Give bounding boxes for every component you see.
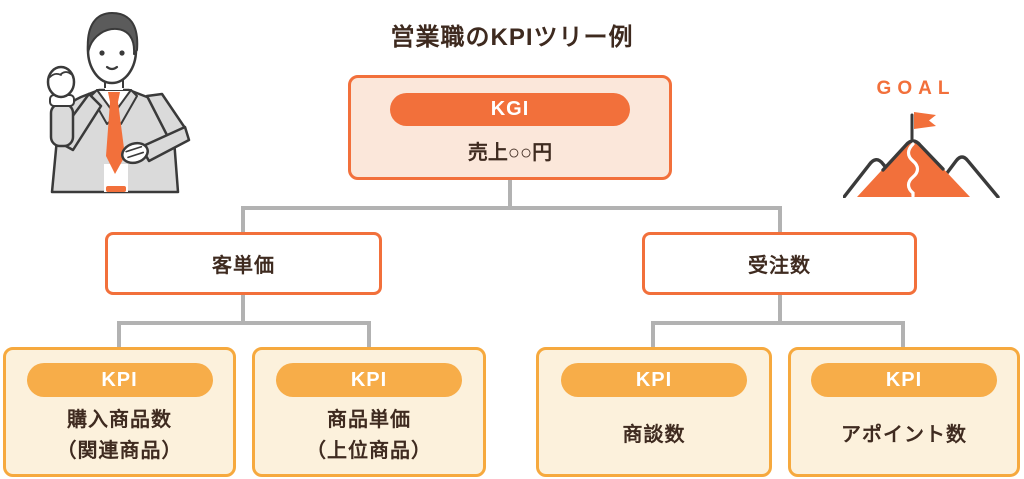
kpi-node-meetings: KPI 商談数 bbox=[536, 347, 772, 477]
branch-label: 受注数 bbox=[748, 255, 811, 277]
kpi-label: 購入商品数 （関連商品） bbox=[56, 408, 183, 462]
branch-node-customer-unit-price: 客単価 bbox=[105, 232, 382, 295]
kpi-label: アポイント数 bbox=[841, 424, 967, 446]
kgi-badge: KGI bbox=[390, 93, 630, 126]
goal-label: GOAL bbox=[876, 78, 956, 99]
kpi-label: 商談数 bbox=[622, 424, 686, 446]
kpi-node-item-unit-price: KPI 商品単価 （上位商品） bbox=[252, 347, 486, 477]
page-title: 営業職のKPIツリー例 bbox=[390, 24, 634, 51]
kpi-node-purchased-items: KPI 購入商品数 （関連商品） bbox=[3, 347, 236, 477]
kgi-node: KGI 売上○○円 bbox=[348, 75, 672, 180]
branch-node-order-count: 受注数 bbox=[642, 232, 917, 295]
kpi-node-appointments: KPI アポイント数 bbox=[788, 347, 1020, 477]
businessman-illustration bbox=[46, 12, 191, 194]
kpi-label: 商品単価 （上位商品） bbox=[306, 408, 432, 462]
kpi-badge: KPI bbox=[276, 363, 462, 397]
kpi-badge: KPI bbox=[26, 363, 213, 397]
branch-label: 客単価 bbox=[212, 255, 275, 277]
kgi-label: 売上○○円 bbox=[467, 142, 553, 164]
goal-mountain-icon bbox=[843, 112, 1000, 198]
kpi-badge: KPI bbox=[561, 363, 747, 397]
kpi-badge: KPI bbox=[811, 363, 997, 397]
